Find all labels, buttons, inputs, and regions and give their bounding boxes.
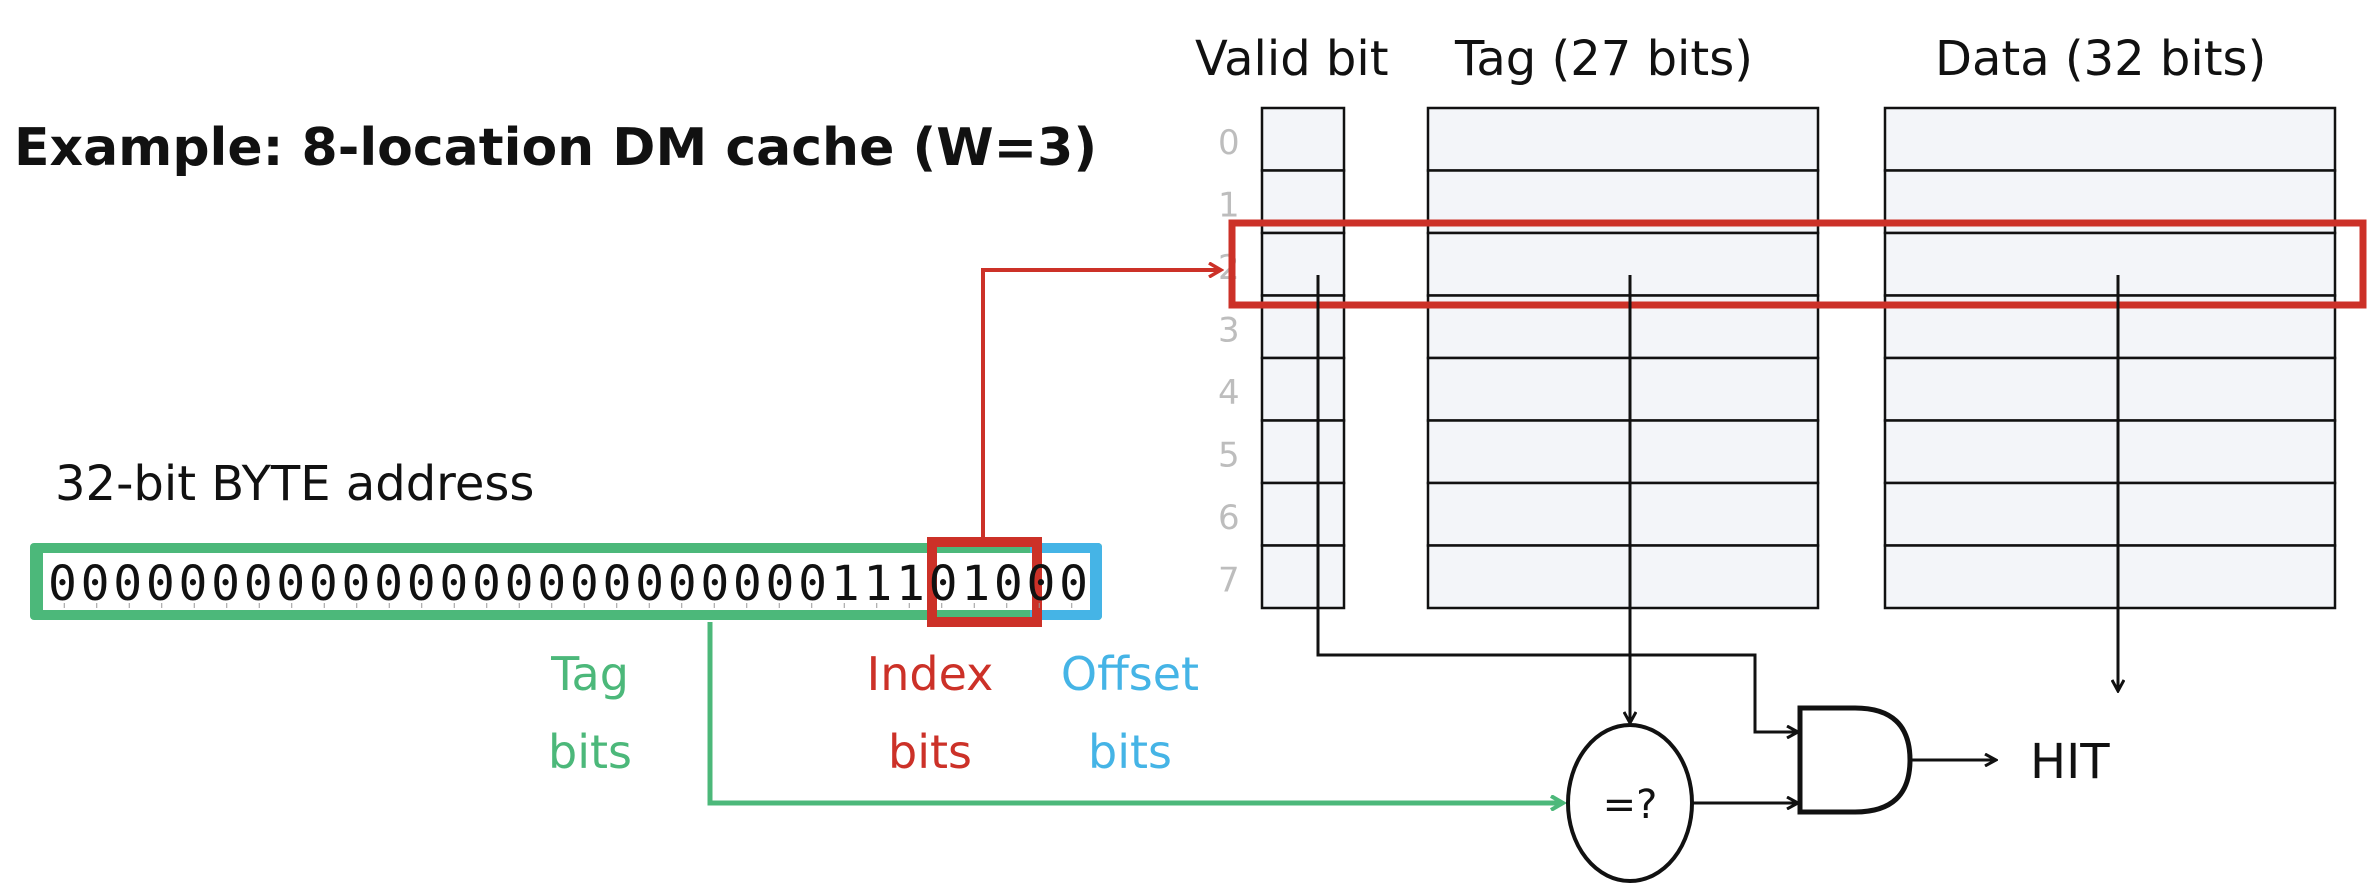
row-number-0: 0 <box>1218 123 1240 163</box>
tag-header: Tag (27 bits) <box>1454 31 1753 87</box>
hit-label: HIT <box>2030 734 2110 790</box>
cache-cell-valid-7 <box>1260 544 1346 610</box>
cache-table <box>1260 106 2337 610</box>
index-bits-label-2: bits <box>888 725 972 779</box>
offset-bits-label-1: Offset <box>1061 647 1199 701</box>
address-label: 32-bit BYTE address <box>55 456 534 512</box>
row-number-4: 4 <box>1218 373 1240 413</box>
row-number-6: 6 <box>1218 498 1240 538</box>
data-header: Data (32 bits) <box>1935 31 2266 87</box>
cache-cell-tag-6 <box>1426 481 1820 547</box>
cache-cell-data-0 <box>1883 106 2337 172</box>
cache-cell-valid-4 <box>1260 356 1346 422</box>
bit-ticks <box>63 603 1073 608</box>
row-number-5: 5 <box>1218 436 1240 476</box>
cache-cell-valid-5 <box>1260 419 1346 485</box>
cache-cell-tag-4 <box>1426 356 1820 422</box>
index-bits-label-1: Index <box>867 647 994 701</box>
cache-cell-data-7 <box>1883 544 2337 610</box>
cache-cell-data-6 <box>1883 481 2337 547</box>
valid-bit-header: Valid bit <box>1195 31 1389 87</box>
offset-bits-label-2: bits <box>1088 725 1172 779</box>
cache-cell-valid-0 <box>1260 106 1346 172</box>
cache-cell-data-4 <box>1883 356 2337 422</box>
cache-cell-tag-7 <box>1426 544 1820 610</box>
selected-row-highlight <box>1228 219 2367 309</box>
tag-bits-label-2: bits <box>548 725 632 779</box>
tag-bits-label-1: Tag <box>550 647 629 701</box>
row-number-7: 7 <box>1218 561 1240 601</box>
row-number-3: 3 <box>1218 311 1240 351</box>
index-wire <box>981 270 1220 542</box>
address-tag-bits: 000000000000000000000000111 <box>48 556 925 612</box>
cache-cell-tag-2 <box>1426 231 1820 297</box>
address-inner <box>43 553 1090 610</box>
cache-cell-valid-2 <box>1260 231 1346 297</box>
address-index-bits: 010 <box>929 556 1023 612</box>
row-number-1: 1 <box>1218 186 1240 226</box>
cache-cell-data-5 <box>1883 419 2337 485</box>
cache-cell-tag-5 <box>1426 419 1820 485</box>
tag-bits-wire <box>707 622 1562 803</box>
valid-bit-wire <box>1316 275 1797 732</box>
cache-cell-valid-6 <box>1260 481 1346 547</box>
slide-title: Example: 8-location DM cache (W=3) <box>14 118 1097 178</box>
cache-cell-tag-0 <box>1426 106 1820 172</box>
comparator-label: =? <box>1603 782 1658 828</box>
cache-cell-data-2 <box>1883 231 2337 297</box>
and-gate-shape <box>1797 705 1913 815</box>
